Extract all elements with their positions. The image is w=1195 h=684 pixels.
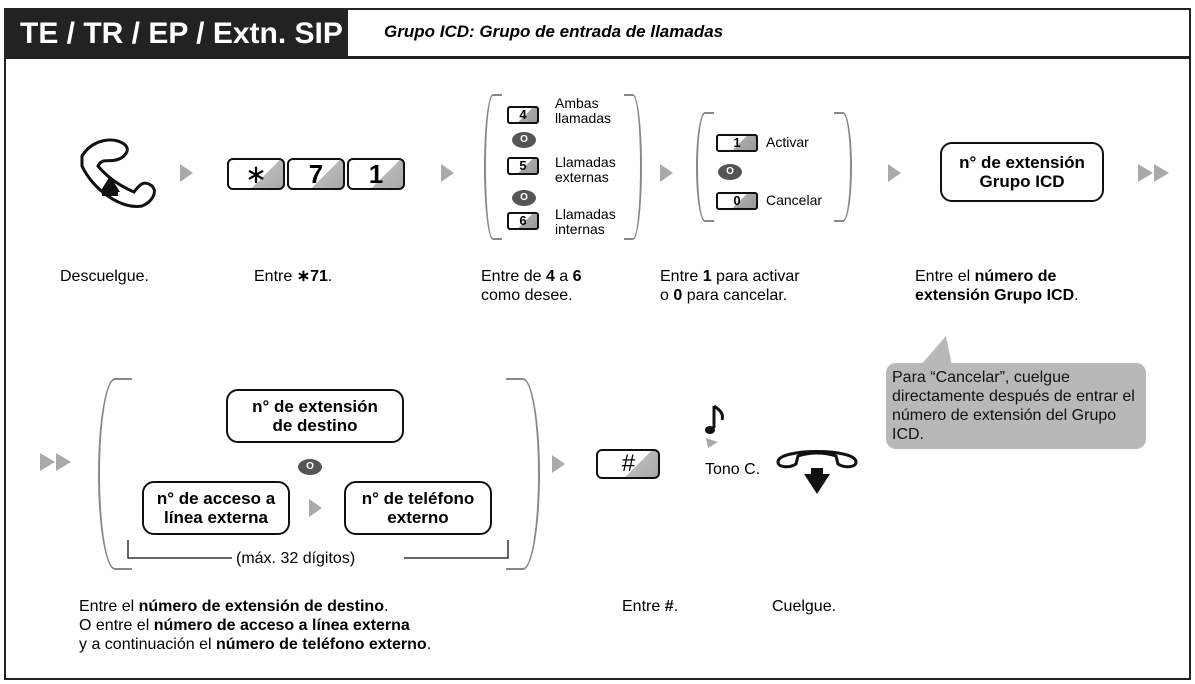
note-pointer xyxy=(920,336,952,366)
max-digits-bracket xyxy=(127,540,509,559)
continue-double-arrow-icon xyxy=(40,453,71,471)
desc-activate-cancel: Entre 1 para activar xyxy=(660,268,800,285)
flow-arrow xyxy=(888,164,901,182)
tone-label: Tono C. xyxy=(705,461,761,478)
dest-box-line1: n° de extensión xyxy=(252,397,378,416)
option-both-calls-line2: llamadas xyxy=(555,110,612,126)
flow-arrow xyxy=(441,164,454,182)
icd-group-number-box: n° de extensión Grupo ICD xyxy=(940,142,1104,202)
key-1: 1 xyxy=(347,158,405,190)
or-icon: O xyxy=(298,459,322,475)
desc-enter-code: Entre ∗71. xyxy=(254,268,333,285)
star-key: ∗ xyxy=(227,158,285,190)
key-1-activate: 1 xyxy=(716,134,758,152)
right-paren xyxy=(624,94,642,240)
option-cancel: Cancelar xyxy=(766,192,823,208)
or-icon: O xyxy=(718,164,742,180)
hash-key: # xyxy=(596,449,660,479)
flow-arrow xyxy=(180,164,193,182)
continue-double-arrow-icon xyxy=(1138,164,1169,182)
key-6: 6 xyxy=(507,212,539,230)
off-hook-handset-icon xyxy=(80,138,156,208)
diagram-frame xyxy=(4,8,1191,680)
key-0-cancel: 0 xyxy=(716,192,758,210)
key-4: 4 xyxy=(507,106,539,124)
right-paren xyxy=(506,378,540,570)
external-phone-number-box: n° de teléfono externo xyxy=(344,481,492,535)
desc-activate-cancel-line2: o 0 para cancelar. xyxy=(660,287,788,304)
confirmation-tone-icon xyxy=(705,404,724,448)
phone-box-line1: n° de teléfono xyxy=(361,489,475,508)
flow-arrow xyxy=(309,499,322,517)
right-paren xyxy=(834,112,852,222)
title-bar xyxy=(4,8,1191,59)
access-box-line2: línea externa xyxy=(164,508,268,527)
option-external-line2: externas xyxy=(555,169,609,185)
terminal-type-label: TE / TR / EP / Extn. SIP xyxy=(6,10,348,58)
option-activate: Activar xyxy=(766,134,809,150)
desc-icd-number-line2: extensión Grupo ICD. xyxy=(915,287,1079,304)
access-box-line1: n° de acceso a xyxy=(156,489,276,508)
option-internal-line1: Llamadas xyxy=(555,206,616,222)
or-icon: O xyxy=(512,132,536,148)
desc-offhook: Descuelgue. xyxy=(60,268,149,285)
desc-enter-hash: Entre #. xyxy=(622,598,679,615)
icd-box-line1: n° de extensión xyxy=(959,153,1085,172)
line-access-number-box: n° de acceso a línea externa xyxy=(142,481,290,535)
on-hook-handset-icon xyxy=(776,450,858,494)
icd-box-line2: Grupo ICD xyxy=(979,172,1065,191)
option-external-line1: Llamadas xyxy=(555,154,616,170)
or-icon: O xyxy=(512,190,536,206)
dest-box-line2: de destino xyxy=(272,416,358,435)
key-5: 5 xyxy=(507,157,539,175)
option-both-calls-line1: Ambas xyxy=(555,95,599,111)
desc-destination-line2: O entre el número de acceso a línea exte… xyxy=(79,617,410,634)
desc-options: Entre de 4 a 6 xyxy=(481,268,582,285)
left-paren xyxy=(484,94,502,240)
desc-onhook: Cuelgue. xyxy=(772,598,837,615)
desc-options-line2: como desee. xyxy=(481,287,573,304)
destination-extension-box: n° de extensión de destino xyxy=(226,389,404,443)
option-internal-line2: internas xyxy=(555,221,605,237)
desc-destination: Entre el número de extensión de destino. xyxy=(79,598,389,615)
feature-title: Grupo ICD: Grupo de entrada de llamadas xyxy=(384,22,724,41)
flow-arrow xyxy=(660,164,673,182)
phone-box-line2: externo xyxy=(387,508,449,527)
cancel-note: Para “Cancelar”, cuelgue directamente de… xyxy=(886,363,1146,449)
flow-arrow xyxy=(552,455,565,473)
desc-destination-line3: y a continuación el número de teléfono e… xyxy=(79,636,432,653)
desc-icd-number: Entre el número de xyxy=(915,268,1057,285)
max-digits-label: (máx. 32 dígitos) xyxy=(236,550,356,567)
key-7: 7 xyxy=(287,158,345,190)
left-paren xyxy=(696,112,714,222)
left-paren xyxy=(98,378,132,570)
